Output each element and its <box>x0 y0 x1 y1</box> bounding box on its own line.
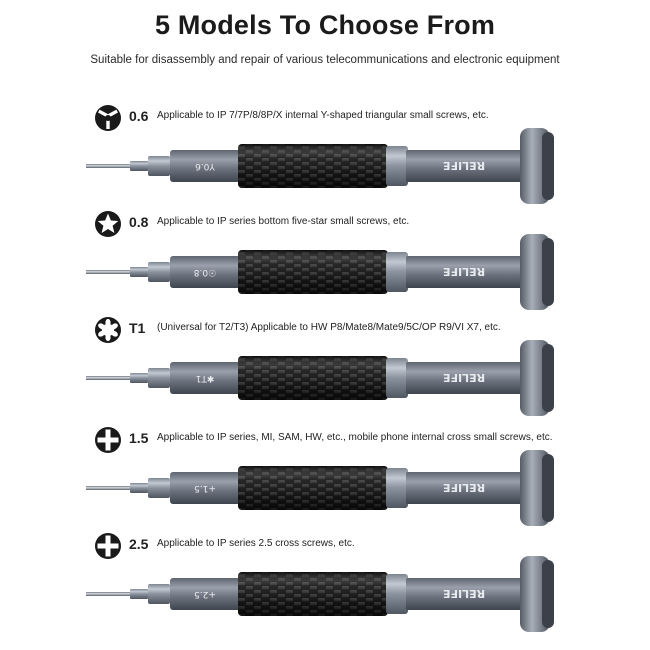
model-description: Applicable to IP 7/7P/8/8P/X internal Y-… <box>157 110 489 121</box>
marking-text: +2.5 <box>194 589 216 599</box>
phillips-cross-icon <box>95 533 121 559</box>
model-description: Applicable to IP series, MI, SAM, HW, et… <box>157 432 553 443</box>
model-size: T1 <box>129 320 146 336</box>
screwdriver-image: +2.5 RELIFE <box>86 556 554 632</box>
screwdriver-image: +1.5 RELIFE <box>86 450 554 526</box>
model-description: Applicable to IP series bottom five-star… <box>157 216 410 227</box>
model-size: 2.5 <box>129 536 149 552</box>
brand-logo: RELIFE <box>443 265 485 278</box>
tri-wing-y-icon <box>95 105 121 131</box>
marking-text: ☉0.8 <box>194 267 217 277</box>
brand-logo: RELIFE <box>443 159 485 172</box>
pentalobe-star-icon <box>95 211 121 237</box>
screwdriver-image: Y0.6 RELIFE <box>86 128 554 204</box>
model-size: 1.5 <box>129 430 149 446</box>
brand-logo: RELIFE <box>443 481 485 494</box>
model-row: T1 (Universal for T2/T3) Applicable to H… <box>0 316 650 426</box>
model-row: 0.8 Applicable to IP series bottom five-… <box>0 210 650 320</box>
model-row: 2.5 Applicable to IP series 2.5 cross sc… <box>0 532 650 642</box>
screwdriver-image: ✱T1 RELIFE <box>86 340 554 416</box>
model-row: 0.6 Applicable to IP 7/7P/8/8P/X interna… <box>0 104 650 214</box>
model-row: 1.5 Applicable to IP series, MI, SAM, HW… <box>0 426 650 536</box>
model-description: Applicable to IP series 2.5 cross screws… <box>157 538 355 549</box>
page-subtitle: Suitable for disassembly and repair of v… <box>90 54 560 66</box>
screwdriver-image: ☉0.8 RELIFE <box>86 234 554 310</box>
torx-star-icon <box>95 317 121 343</box>
marking-text: Y0.6 <box>195 161 216 171</box>
page-title: 5 Models To Choose From <box>154 10 496 40</box>
model-description: (Universal for T2/T3) Applicable to HW P… <box>157 322 501 333</box>
model-size: 0.6 <box>129 108 149 124</box>
marking-text: +1.5 <box>194 483 216 493</box>
phillips-cross-icon <box>95 427 121 453</box>
brand-logo: RELIFE <box>443 587 485 600</box>
marking-text: ✱T1 <box>196 373 215 383</box>
brand-logo: RELIFE <box>443 371 485 384</box>
model-size: 0.8 <box>129 214 149 230</box>
